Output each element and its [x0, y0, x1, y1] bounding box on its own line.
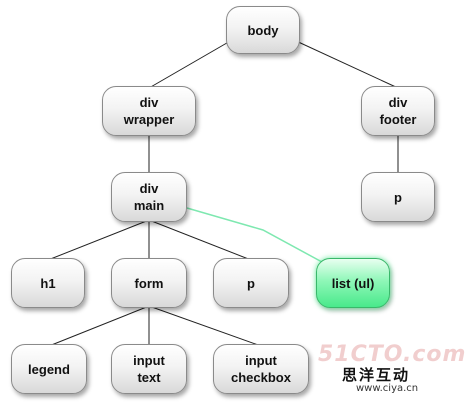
watermark-chinese-text: 思洋互动: [342, 366, 411, 384]
node-input-checkbox-line-1: input: [245, 353, 277, 368]
node-input-checkbox: input checkbox: [213, 344, 309, 394]
edge-div_main-list_ul: [186, 207, 323, 263]
node-form-line-1: form: [134, 275, 164, 291]
edge-div_main-p_main: [148, 219, 252, 261]
edge-form-legend: [48, 305, 150, 347]
node-div-footer-line-1: div: [388, 95, 408, 110]
node-list-ul: list (ul): [316, 258, 390, 308]
node-div-main-line-2: main: [133, 198, 165, 213]
node-input-checkbox-line-2: checkbox: [231, 370, 291, 385]
node-body: body: [226, 6, 300, 54]
node-div-main: div main: [111, 172, 187, 222]
node-legend: legend: [11, 344, 87, 394]
node-form: form: [111, 258, 187, 308]
node-p-footer-line-1: p: [394, 189, 402, 205]
node-p-footer: p: [361, 172, 435, 222]
edge-body-div_footer: [293, 39, 399, 89]
node-p-main-line-1: p: [247, 275, 255, 291]
node-legend-line-1: legend: [28, 361, 70, 377]
watermark-brand: 51CTO.com: [318, 342, 466, 367]
node-div-wrapper-line-2: wrapper: [123, 112, 175, 127]
edge-form-input_checkbox: [148, 305, 262, 347]
dom-tree-diagram: body div wrapper div footer div main p h…: [11, 6, 466, 398]
node-div-wrapper-line-1: div: [139, 95, 159, 110]
node-div-footer-line-2: footer: [379, 112, 417, 127]
node-h1: h1: [11, 258, 85, 308]
node-p-main: p: [213, 258, 289, 308]
watermark-url: www.ciya.cn: [356, 383, 419, 394]
node-input-text: input text: [111, 344, 187, 394]
node-div-main-line-1: div: [139, 181, 159, 196]
node-div-footer: div footer: [361, 86, 435, 136]
edge-body-div_wrapper: [148, 39, 233, 89]
node-input-text-line-1: input: [133, 353, 165, 368]
node-input-text-line-2: text: [137, 370, 161, 385]
edge-div_main-h1: [47, 219, 150, 261]
node-div-wrapper: div wrapper: [102, 86, 196, 136]
watermark: 51CTO.com 思洋互动 www.ciya.cn: [318, 342, 465, 398]
tree-edges: [47, 39, 399, 347]
node-h1-line-1: h1: [40, 275, 56, 291]
node-body-line-1: body: [247, 22, 279, 38]
node-list-ul-line-1: list (ul): [331, 275, 375, 291]
